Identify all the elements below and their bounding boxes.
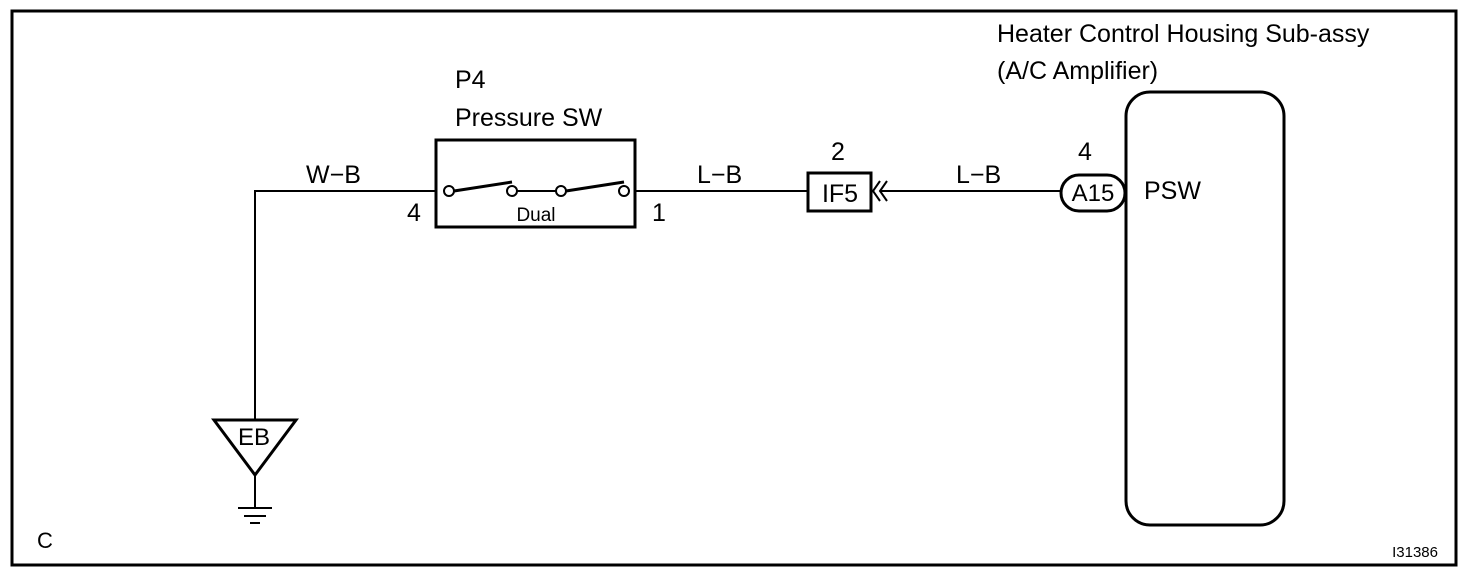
switch-pin-right: 1 bbox=[652, 199, 666, 227]
ecu-title-line1: Heater Control Housing Sub-assy bbox=[997, 20, 1370, 48]
ecu-title-line2: (A/C Amplifier) bbox=[997, 57, 1158, 85]
wire-ground-to-switch bbox=[254, 190, 436, 424]
wire-label-junction-to-ecu: L−B bbox=[956, 161, 1001, 189]
diagram-frame bbox=[10, 9, 1458, 567]
dual-switch-contacts-icon bbox=[443, 180, 630, 197]
connector-a15-oval bbox=[1059, 173, 1127, 213]
ground-point-triangle bbox=[211, 418, 299, 478]
switch-pin-left: 4 bbox=[407, 199, 421, 227]
wire-label-switch-to-junction: L−B bbox=[697, 161, 742, 189]
junction-if5-label: IF5 bbox=[822, 180, 858, 208]
switch-type-label: Dual bbox=[516, 205, 555, 226]
connector-a15-label: A15 bbox=[1072, 180, 1115, 207]
switch-name: Pressure SW bbox=[455, 104, 603, 132]
ecu-box bbox=[1124, 90, 1286, 527]
ecu-terminal-psw: PSW bbox=[1144, 177, 1201, 205]
pressure-switch-box bbox=[434, 138, 637, 229]
switch-code: P4 bbox=[455, 66, 486, 94]
ecu-pin-number: 4 bbox=[1078, 138, 1092, 166]
ground-symbol-icon bbox=[238, 475, 272, 524]
ground-point-label: EB bbox=[238, 424, 270, 451]
corner-letter: C bbox=[37, 528, 53, 553]
wire-label-ground: W−B bbox=[306, 161, 361, 189]
junction-pin-number: 2 bbox=[831, 138, 845, 166]
figure-id: I31386 bbox=[1392, 544, 1438, 561]
